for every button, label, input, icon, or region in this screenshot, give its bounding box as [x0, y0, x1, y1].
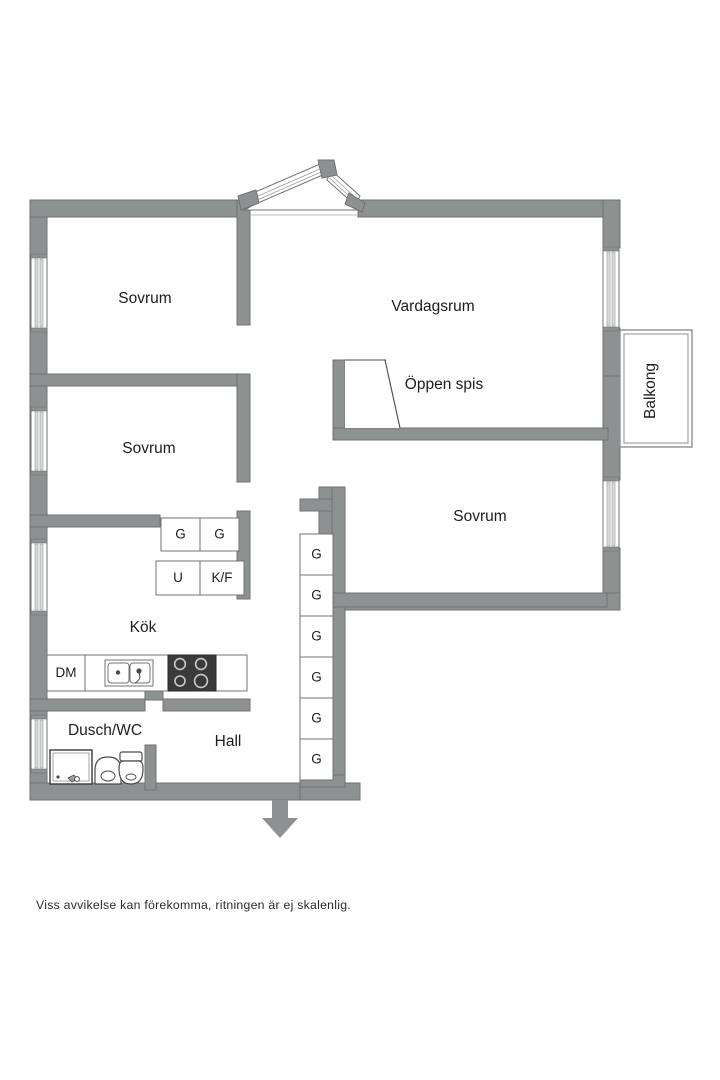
window-right-2 [602, 476, 620, 552]
bay-corner-apex [317, 159, 338, 179]
wall-interior-sovrum-divider [29, 373, 244, 387]
wall-wardrobe-column-right [331, 486, 346, 788]
wall-wardrobe-column-top [299, 498, 333, 512]
dishwasher-box[interactable] [46, 654, 86, 692]
shower-icon [49, 749, 93, 785]
wall-interior-sovrum-vardagsrum [236, 199, 251, 326]
toilet-icon [118, 751, 144, 785]
kitchen-cab-g1-box[interactable] [160, 517, 201, 552]
room-label-hall: Hall [215, 733, 242, 750]
fireplace-group [345, 359, 401, 429]
wall-exterior-bottom [29, 782, 301, 801]
room-label-oppen-spis: Öppen spis [405, 375, 484, 393]
wardrobe-g3-label: G [311, 629, 322, 644]
kitchen-cab-u-box[interactable] [155, 560, 201, 596]
room-label-balkong: Balkong [642, 363, 659, 419]
bay-corner-left [237, 189, 260, 211]
wall-fireplace-bottom [332, 427, 609, 441]
room-label-dusch-wc: Dusch/WC [68, 722, 142, 739]
window-left-1 [30, 253, 48, 333]
room-label-sovrum-right: Sovrum [453, 508, 506, 525]
wardrobe-g2-label: G [311, 588, 322, 603]
wardrobe-g2-box[interactable] [299, 574, 334, 617]
wardrobe-g5-label: G [311, 711, 322, 726]
washbasin-icon [94, 756, 122, 785]
kitchen-upper-cabinets: G G [160, 517, 240, 552]
wardrobe-g1-label: G [311, 547, 322, 562]
room-label-vardagsrum: Vardagsrum [391, 298, 474, 315]
window-group-left [30, 253, 48, 774]
kitchen-cab-kf-label: K/F [211, 570, 232, 585]
wardrobe-g4-box[interactable] [299, 656, 334, 699]
wall-interior-kok-hall [29, 698, 146, 712]
entrance-arrow-icon [262, 800, 298, 838]
kitchen-counter-nub [144, 690, 164, 701]
wall-interior-wc-hall [144, 744, 157, 791]
wardrobe-g5-box[interactable] [299, 697, 334, 740]
wall-exterior-right-upper [602, 199, 621, 249]
room-label-group: Sovrum Sovrum Vardagsrum Öppen spis Sovr… [68, 290, 659, 750]
kitchen-cab-kf-box[interactable] [199, 560, 245, 596]
wardrobe-g1-box[interactable] [299, 533, 334, 576]
window-left-2 [30, 406, 48, 476]
room-label-sovrum-top-left: Sovrum [118, 290, 171, 307]
kitchen-counter-group: DM [46, 654, 248, 701]
room-label-kok: Kök [130, 619, 157, 636]
sink-icon [104, 659, 154, 687]
balcony-inner [623, 333, 689, 444]
wardrobe-g6-box[interactable] [299, 738, 334, 781]
bay-window-group [237, 159, 366, 216]
wardrobe-g4-label: G [311, 670, 322, 685]
kitchen-cab-g2-box[interactable] [199, 517, 240, 552]
wall-interior-sovrum-right-bottom-h [331, 592, 608, 608]
wall-interior-kok-hall-b [162, 698, 251, 712]
room-label-sovrum-mid-left: Sovrum [122, 440, 175, 457]
fireplace-hearth [345, 360, 400, 428]
wardrobe-g6-label: G [311, 752, 322, 767]
bathroom-fixtures [49, 749, 144, 785]
fireplace-diagonal [384, 359, 401, 429]
kitchen-cab-u-label: U [173, 570, 183, 585]
balcony-group [619, 329, 693, 448]
kitchen-lower-cabinets: U K/F [155, 560, 245, 596]
disclaimer-caption: Viss avvikelse kan förekomma, ritningen … [36, 898, 351, 912]
wall-exterior-right-upper-b [602, 327, 621, 377]
kitchen-cab-g1-label: G [175, 527, 186, 542]
window-right-1 [602, 246, 620, 332]
wall-exterior-top-left [29, 199, 246, 218]
stove-icon [167, 654, 217, 692]
hall-wardrobe-column: G G G G G G [299, 533, 334, 781]
window-left-3 [30, 538, 48, 616]
kitchen-cab-g2-label: G [214, 527, 225, 542]
wall-exterior-top-right [357, 199, 621, 218]
window-group-right [602, 246, 620, 552]
window-left-4 [30, 714, 48, 774]
wall-interior-sovrum-stub [236, 373, 251, 483]
wall-interior-kok-divider [29, 514, 161, 528]
dishwasher-label: DM [56, 665, 77, 680]
bay-corner-right [344, 192, 366, 213]
